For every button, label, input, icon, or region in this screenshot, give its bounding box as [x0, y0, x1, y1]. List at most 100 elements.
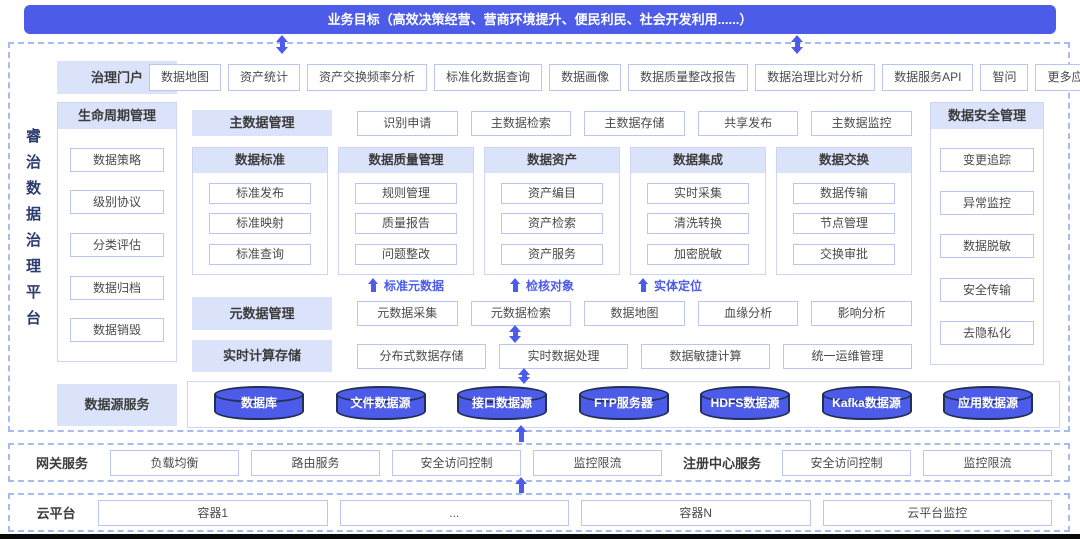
double-arrow-icon [790, 35, 804, 54]
module-column-exchange: 数据交换 数据传输 节点管理 交换审批 [776, 147, 912, 275]
database-cylinder-icon: 应用数据源 [943, 386, 1033, 420]
window-bottom-edge [0, 534, 1080, 539]
lifecycle-item: 数据销毁 [69, 318, 165, 343]
module-column-standards: 数据标准 标准发布 标准映射 标准查询 [192, 147, 328, 275]
security-item: 去隐私化 [939, 320, 1035, 345]
flow-label: 检核对象 [526, 278, 575, 293]
realtime-item: 数据敏捷计算 [641, 344, 770, 369]
module-item: 资产服务 [501, 243, 603, 265]
module-column-integration: 数据集成 实时采集 清洗转换 加密脱敏 [630, 147, 766, 275]
lifecycle-items: 数据策略 级别协议 分类评估 数据归档 数据销毁 [58, 129, 176, 361]
module-header: 数据交换 [777, 148, 911, 173]
flow-label: 实体定位 [654, 278, 703, 293]
metadata-item: 数据地图 [584, 301, 685, 326]
double-arrow-icon [275, 35, 289, 54]
portal-item: 更多应用 [1035, 64, 1080, 91]
module-item: 资产编目 [501, 182, 603, 204]
database-cylinder-icon: FTP服务器 [578, 386, 669, 420]
module-item: 标准查询 [209, 243, 311, 265]
portal-item: 数据服务API [882, 64, 974, 91]
master-data-header: 主数据管理 [192, 110, 332, 136]
module-item: 问题整改 [355, 243, 457, 265]
metadata-header: 元数据管理 [192, 297, 332, 330]
portal-item: 标准化数据查询 [434, 64, 543, 91]
realtime-item: 分布式数据存储 [357, 344, 486, 369]
cloud-item: 容器1 [98, 499, 328, 526]
cloud-item: 云平台监控 [822, 499, 1052, 526]
portal-item: 资产统计 [228, 64, 301, 91]
module-item: 交换审批 [793, 243, 895, 265]
module-item: 加密脱敏 [647, 243, 749, 265]
security-header: 数据安全管理 [931, 103, 1043, 129]
metadata-item: 血缘分析 [697, 301, 799, 326]
metadata-items: 元数据采集 元数据检索 数据地图 血缘分析 影响分析 [357, 301, 912, 326]
up-arrow-icon [638, 278, 649, 292]
lifecycle-header: 生命周期管理 [58, 103, 176, 129]
master-data-item: 共享发布 [697, 111, 799, 136]
module-item: 清洗转换 [647, 213, 749, 234]
lifecycle-item: 数据归档 [69, 275, 165, 300]
gateway-item: 负载均衡 [110, 449, 239, 476]
master-data-items: 识别申请 主数据检索 主数据存储 共享发布 主数据监控 [357, 111, 912, 136]
metadata-item: 元数据检索 [470, 301, 572, 326]
realtime-item: 统一运维管理 [783, 344, 912, 369]
lifecycle-item: 级别协议 [69, 190, 165, 215]
registry-item: 监控限流 [923, 449, 1052, 476]
module-column-quality: 数据质量管理 规则管理 质量报告 问题整改 [338, 147, 474, 275]
double-arrow-icon [517, 368, 531, 384]
gateway-item: 安全访问控制 [392, 449, 521, 476]
cloud-section-label: 云平台 [36, 506, 76, 521]
master-data-item: 主数据检索 [470, 111, 572, 136]
module-columns: 数据标准 标准发布 标准映射 标准查询 数据质量管理 规则管理 质量报告 问题整… [192, 147, 912, 275]
portal-item: 数据地图 [149, 64, 222, 91]
module-item: 实时采集 [647, 182, 749, 204]
security-item: 安全传输 [939, 277, 1035, 302]
security-item: 变更追踪 [939, 148, 1035, 173]
module-item: 数据传输 [793, 182, 895, 204]
module-item: 标准发布 [209, 182, 311, 204]
business-goal-banner: 业务目标（高效决策经营、营商环境提升、便民利民、社会开发利用......） [24, 5, 1056, 34]
realtime-item: 实时数据处理 [499, 344, 628, 369]
cloud-platform-band: 云平台 容器1 ... 容器N 云平台监控 [8, 493, 1070, 532]
realtime-header: 实时计算存储 [192, 340, 332, 372]
gateway-band: 网关服务 负载均衡 路由服务 安全访问控制 监控限流 注册中心服务 安全访问控制… [8, 443, 1070, 482]
flow-label: 标准元数据 [384, 278, 445, 293]
module-item: 节点管理 [793, 213, 895, 234]
portal-item: 资产交换频率分析 [307, 64, 428, 91]
cloud-item: 容器N [581, 499, 811, 526]
portal-items-row: 数据地图 资产统计 资产交换频率分析 标准化数据查询 数据画像 数据质量整改报告… [149, 64, 1080, 91]
registry-section-label: 注册中心服务 [682, 456, 761, 471]
database-cylinder-icon: HDFS数据源 [700, 386, 790, 420]
gateway-section-label: 网关服务 [35, 456, 88, 471]
portal-item: 数据质量整改报告 [628, 64, 749, 91]
module-item: 规则管理 [355, 182, 457, 204]
master-data-item: 主数据存储 [584, 111, 685, 136]
portal-item: 数据治理比对分析 [755, 64, 876, 91]
security-item: 异常监控 [939, 191, 1035, 216]
platform-container: 睿治数据治理平台 治理门户 数据地图 资产统计 资产交换频率分析 标准化数据查询… [8, 42, 1080, 432]
security-items: 变更追踪 异常监控 数据脱敏 安全传输 去隐私化 [931, 129, 1043, 364]
lifecycle-item: 数据策略 [69, 147, 165, 172]
double-arrow-icon [508, 325, 522, 343]
master-data-item: 主数据监控 [811, 111, 912, 136]
database-cylinder-icon: Kafka数据源 [821, 386, 912, 420]
master-data-item: 识别申请 [357, 111, 458, 136]
portal-item: 数据画像 [549, 64, 622, 91]
module-item: 质量报告 [355, 213, 457, 234]
module-header: 数据集成 [631, 148, 765, 173]
realtime-items: 分布式数据存储 实时数据处理 数据敏捷计算 统一运维管理 [357, 344, 912, 369]
flow-annotation: 标准元数据 [368, 277, 444, 293]
gateway-item: 路由服务 [251, 449, 380, 476]
module-column-assets: 数据资产 资产编目 资产检索 资产服务 [484, 147, 620, 275]
flow-annotation: 实体定位 [638, 277, 702, 293]
database-cylinder-icon: 文件数据源 [335, 386, 426, 420]
lifecycle-column: 生命周期管理 数据策略 级别协议 分类评估 数据归档 数据销毁 [57, 102, 177, 362]
datasource-section-label: 数据源服务 [57, 384, 177, 426]
security-column: 数据安全管理 变更追踪 异常监控 数据脱敏 安全传输 去隐私化 [930, 102, 1044, 365]
module-header: 数据标准 [193, 148, 327, 173]
database-cylinder-icon: 接口数据源 [457, 386, 547, 420]
datasource-row: 数据库 文件数据源 接口数据源 FTP服务器 HDFS数据源 Kafka数据源 … [187, 381, 1060, 428]
security-item: 数据脱敏 [939, 234, 1035, 259]
registry-item: 安全访问控制 [782, 449, 911, 476]
